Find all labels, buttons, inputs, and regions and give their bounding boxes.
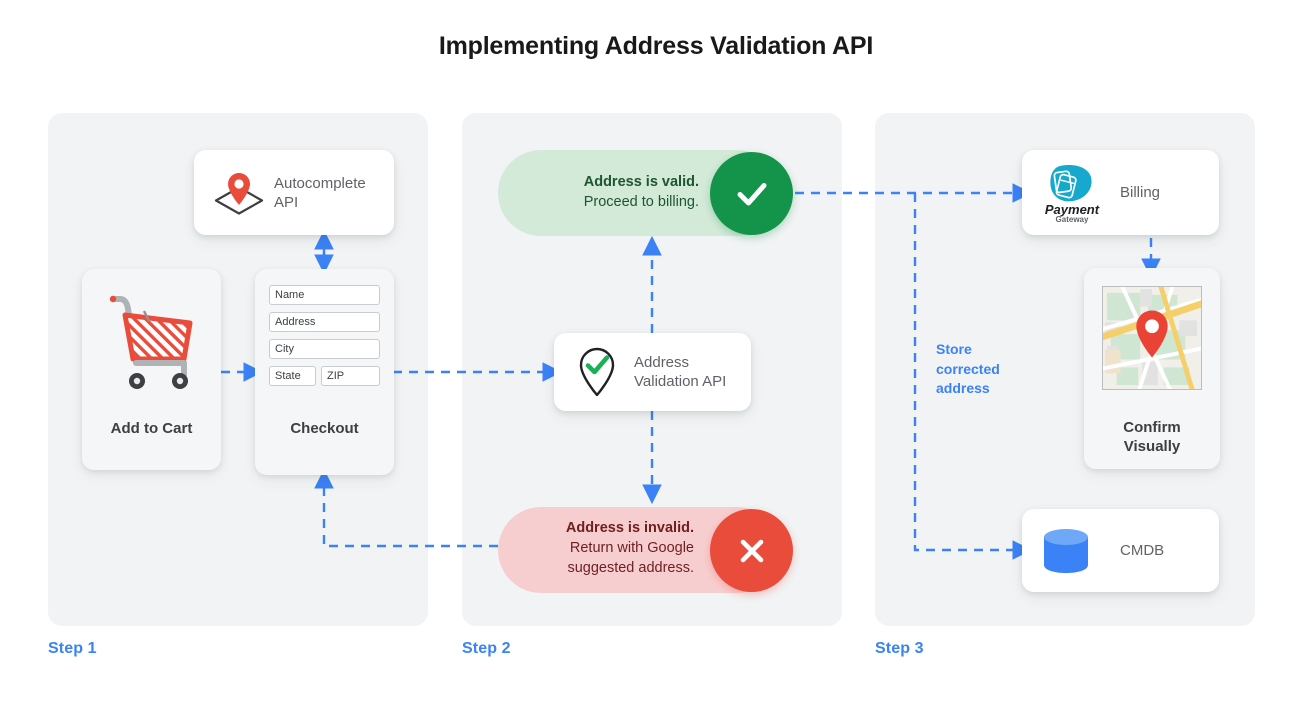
state-field[interactable]: State bbox=[269, 366, 316, 386]
address-validation-api-card[interactable]: Address Validation API bbox=[554, 333, 751, 411]
address-valid-text: Address is valid. Proceed to billing. bbox=[498, 172, 699, 212]
cmdb-label: CMDB bbox=[1120, 542, 1165, 559]
address-invalid-detail-line1: Return with Google bbox=[569, 540, 694, 556]
payment-gateway-logo-secondary: Gateway bbox=[1056, 215, 1089, 224]
store-corrected-address-note: Store corrected address bbox=[936, 340, 1036, 399]
step-1-label: Step 1 bbox=[48, 640, 97, 657]
address-invalid-headline: Address is invalid. bbox=[565, 520, 694, 536]
address-field[interactable]: Address bbox=[269, 312, 380, 332]
city-field[interactable]: City bbox=[269, 339, 380, 359]
address-validation-api-label-line1: Address bbox=[634, 354, 690, 371]
address-invalid-detail-line2: suggested address. bbox=[567, 560, 694, 576]
database-icon bbox=[1044, 529, 1088, 573]
payment-gateway-logo-primary: Payment bbox=[1045, 202, 1100, 217]
address-invalid-text: Address is invalid. Return with Google s… bbox=[498, 518, 694, 578]
close-icon bbox=[740, 539, 763, 562]
store-note-line2: corrected bbox=[936, 360, 1000, 377]
map-pin-diamond-icon bbox=[214, 173, 264, 215]
checkout-card[interactable]: Name Address City State ZIP Checkout bbox=[255, 269, 394, 475]
confirm-visually-caption-line1: Confirm bbox=[1123, 419, 1181, 436]
step-3-label: Step 3 bbox=[875, 640, 924, 657]
check-icon bbox=[737, 182, 766, 205]
zip-field[interactable]: ZIP bbox=[321, 366, 380, 386]
autocomplete-api-label-line2: API bbox=[274, 194, 299, 211]
add-to-cart-caption: Add to Cart bbox=[110, 420, 193, 437]
autocomplete-api-card[interactable]: Autocomplete API bbox=[194, 150, 394, 235]
confirm-visually-caption-line2: Visually bbox=[1123, 438, 1181, 455]
map-thumbnail-icon bbox=[1102, 286, 1202, 390]
page-title: Implementing Address Validation API bbox=[438, 32, 874, 60]
store-note-line3: address bbox=[936, 380, 990, 396]
shopping-cart-icon bbox=[109, 295, 193, 389]
step-2-label: Step 2 bbox=[462, 640, 511, 657]
confirm-visually-card[interactable]: Confirm Visually bbox=[1084, 268, 1220, 469]
address-valid-detail: Proceed to billing. bbox=[583, 194, 699, 210]
address-validation-api-label-line2: Validation API bbox=[634, 373, 727, 390]
close-badge-icon bbox=[710, 509, 793, 592]
payment-gateway-icon: Payment Gateway bbox=[1045, 165, 1100, 224]
check-badge-icon bbox=[710, 152, 793, 235]
pin-check-icon bbox=[579, 347, 615, 397]
checkout-caption: Checkout bbox=[290, 420, 359, 437]
autocomplete-api-label-line1: Autocomplete bbox=[274, 175, 366, 192]
address-valid-headline: Address is valid. bbox=[583, 174, 699, 190]
billing-card[interactable]: Payment Gateway Billing bbox=[1022, 150, 1219, 235]
add-to-cart-card[interactable]: Add to Cart bbox=[82, 269, 221, 470]
name-field[interactable]: Name bbox=[269, 285, 380, 305]
billing-label: Billing bbox=[1120, 184, 1161, 201]
cmdb-card[interactable]: CMDB bbox=[1022, 509, 1219, 592]
store-note-line1: Store bbox=[936, 341, 972, 357]
